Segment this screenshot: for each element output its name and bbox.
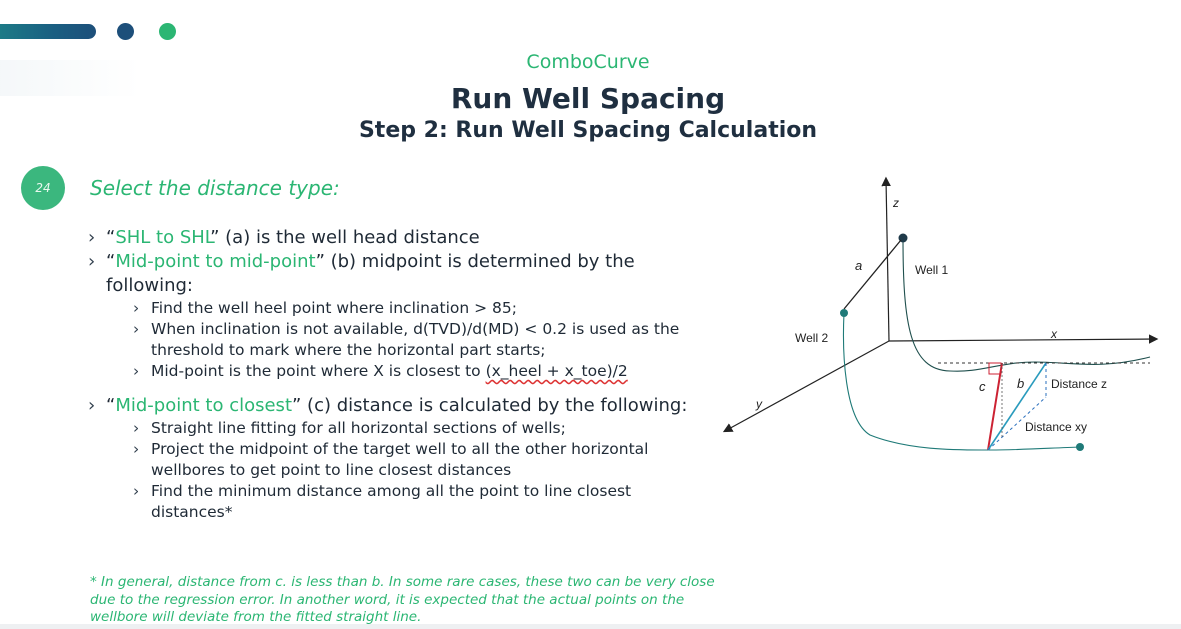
bullet-list: “SHL to SHL” (a) is the well head distan… xyxy=(88,226,708,523)
term-midpoint: Mid-point to mid-point xyxy=(115,251,316,272)
quote-open: “ xyxy=(106,227,116,248)
faded-logo-placeholder xyxy=(0,60,140,96)
x-axis xyxy=(888,334,1159,344)
well-2-toe xyxy=(1076,443,1084,451)
distance-xy-line xyxy=(987,396,1047,451)
sub-item: Project the midpoint of the target well … xyxy=(88,439,708,481)
footnote: * In general, distance from c. is less t… xyxy=(90,574,715,625)
axis-y-label: y xyxy=(755,397,763,411)
midpoint-formula: (x_heel + x_toe)/2 xyxy=(485,362,628,380)
axis-x-label: x xyxy=(1050,327,1058,341)
label-a: a xyxy=(855,258,862,273)
label-c: c xyxy=(979,379,986,394)
term-shl: SHL to SHL xyxy=(115,227,211,248)
quote-open: “ xyxy=(106,251,116,272)
page-title: Run Well Spacing xyxy=(450,82,726,115)
list-item-closest: “Mid-point to closest” (c) distance is c… xyxy=(88,394,708,418)
well-1-path xyxy=(902,237,1151,372)
distance-z-label: Distance z xyxy=(1051,377,1107,391)
closest-description: ” (c) distance is calculated by the foll… xyxy=(292,395,688,416)
list-item-shl: “SHL to SHL” (a) is the well head distan… xyxy=(88,226,708,250)
well-2-label: Well 2 xyxy=(795,331,828,345)
distance-xy-label: Distance xy xyxy=(1025,420,1087,434)
sub-item: Straight line fitting for all horizontal… xyxy=(88,418,708,439)
axis-z-label: z xyxy=(892,196,899,210)
well-1-label: Well 1 xyxy=(915,263,948,277)
y-axis xyxy=(722,340,890,433)
slide-number-badge: 24 xyxy=(21,166,65,210)
term-closest: Mid-point to closest xyxy=(115,395,292,416)
well-spacing-diagram: z x y Well 1 Well 2 a c b Distance z Dis… xyxy=(722,176,1159,451)
sub-item: Find the well heel point where inclinati… xyxy=(88,298,708,319)
sub-item: When inclination is not available, d(TVD… xyxy=(88,319,708,361)
midpoint-description: ” (b) midpoint is determined by the foll… xyxy=(106,251,635,296)
line-b xyxy=(987,362,1047,451)
well-2-path xyxy=(842,312,1081,451)
right-angle-marker xyxy=(988,362,1002,375)
page-subtitle: Step 2: Run Well Spacing Calculation xyxy=(358,118,818,143)
list-item-midpoint: “Mid-point to mid-point” (b) midpoint is… xyxy=(88,250,708,298)
quote-open: “ xyxy=(106,395,116,416)
sub-item: Find the minimum distance among all the … xyxy=(88,481,708,523)
footer-strip xyxy=(0,624,1181,629)
line-c xyxy=(987,362,1003,451)
shl-description: ” (a) is the well head distance xyxy=(210,227,480,248)
z-axis xyxy=(881,176,891,342)
header-dot-navy xyxy=(117,23,134,40)
sub-item: Mid-point is the point where X is closes… xyxy=(88,361,708,382)
lead-heading: Select the distance type: xyxy=(90,176,340,200)
label-b: b xyxy=(1017,376,1024,391)
line-a xyxy=(843,239,902,310)
brand-name: ComboCurve xyxy=(526,51,650,73)
header-accent-bar xyxy=(0,24,96,39)
well-2-head xyxy=(840,309,848,317)
sub-item-text: Mid-point is the point where X is closes… xyxy=(151,362,486,380)
header-dot-green xyxy=(159,23,176,40)
